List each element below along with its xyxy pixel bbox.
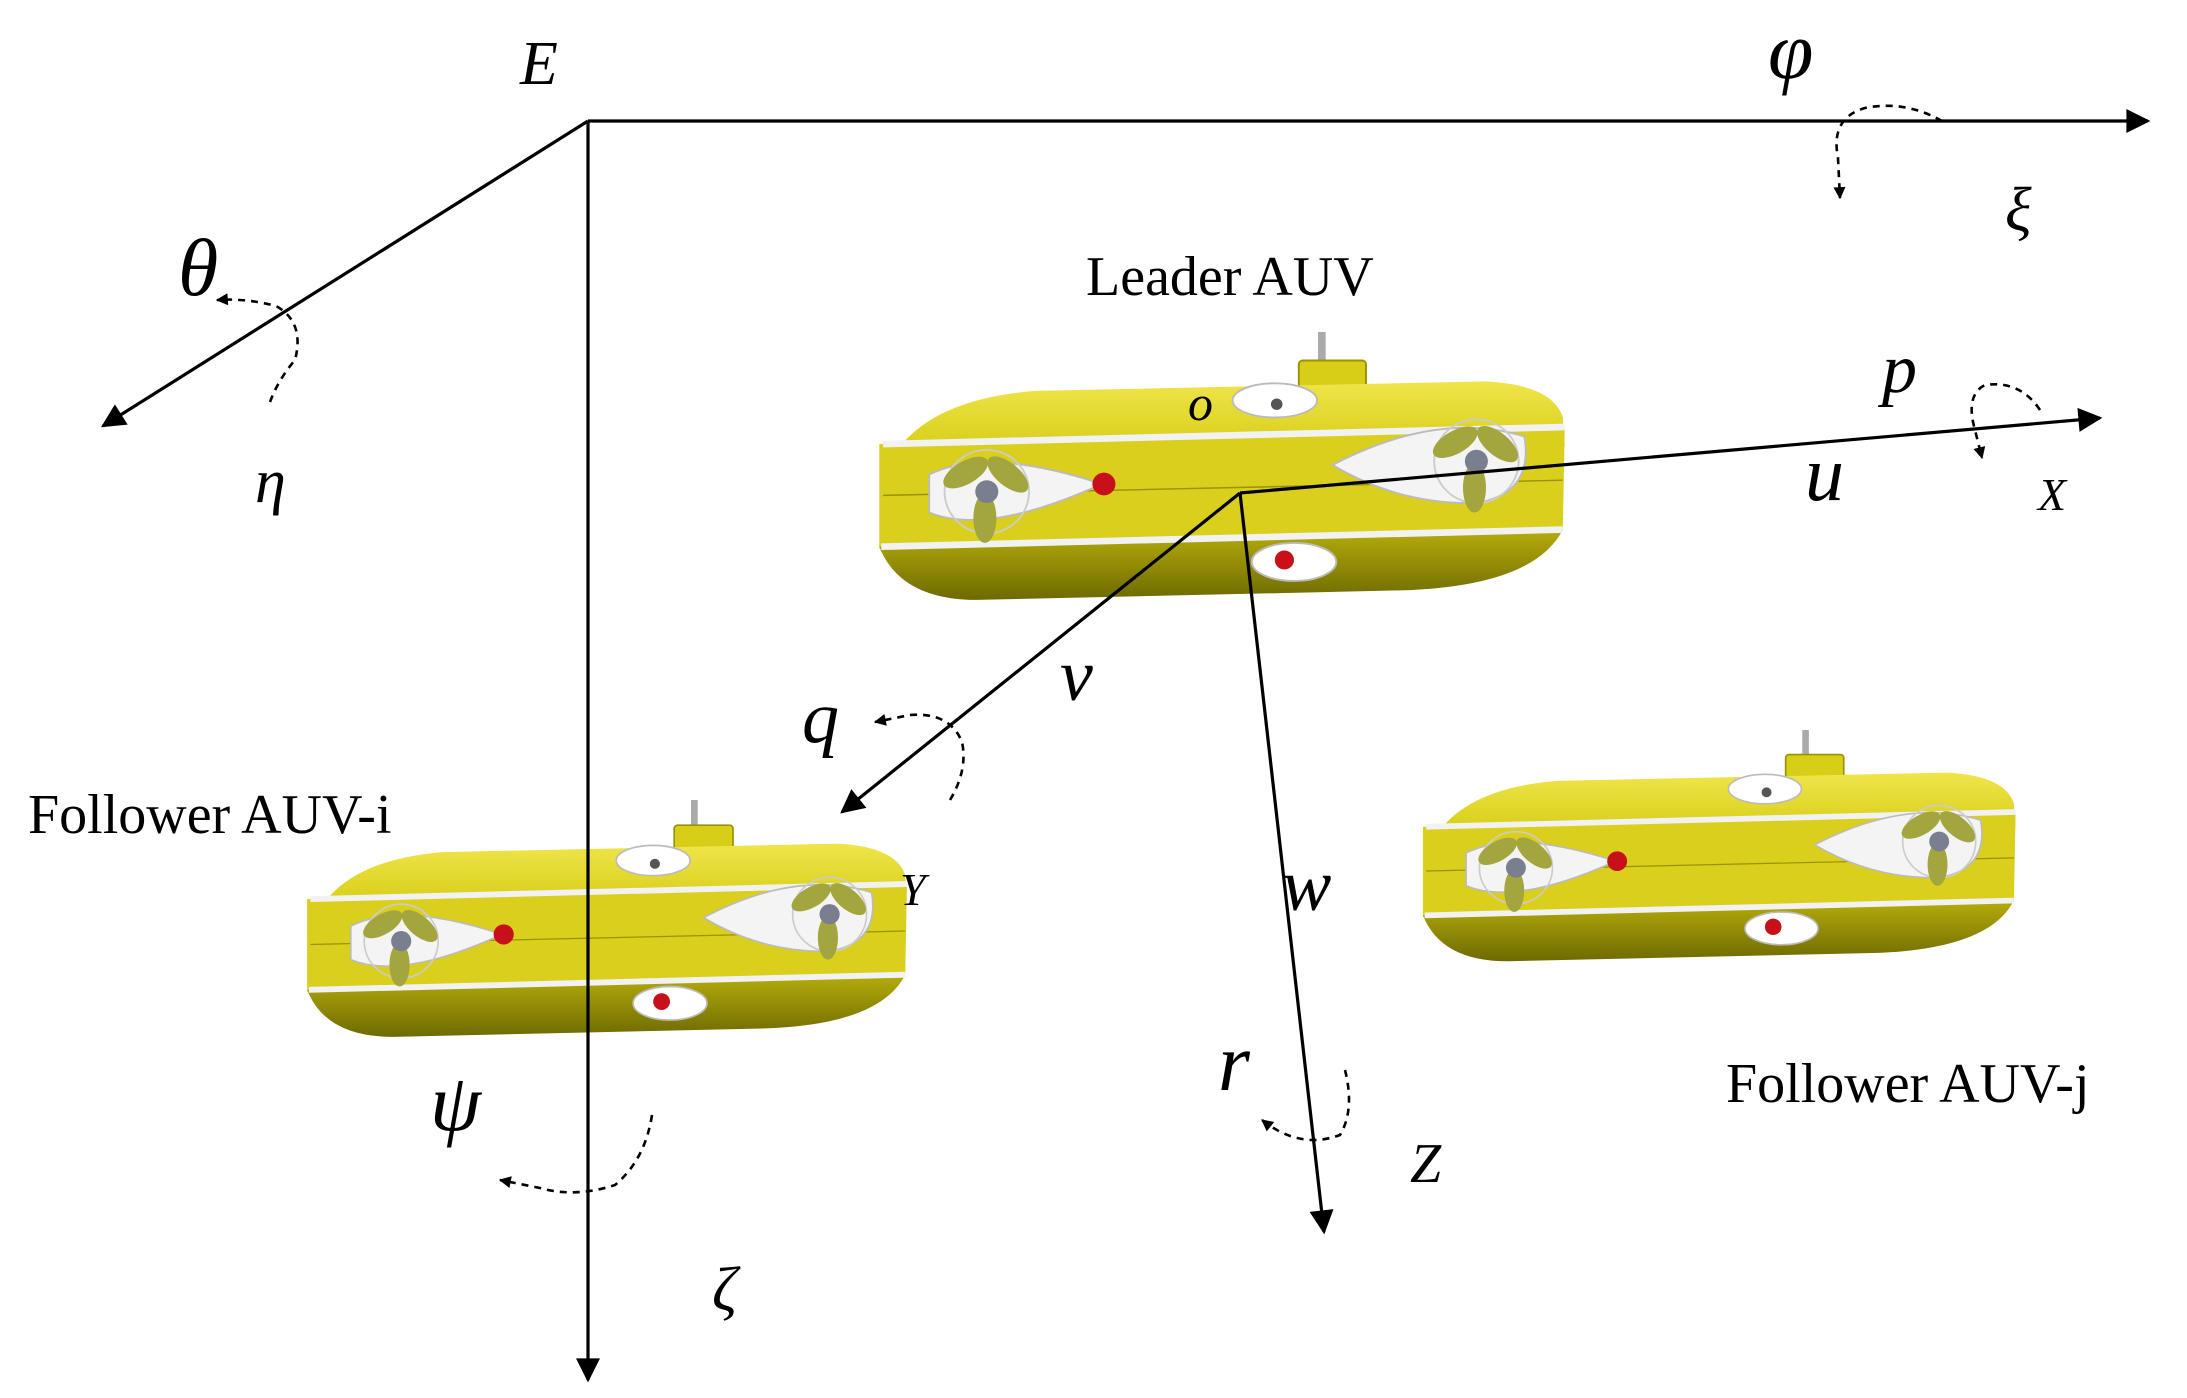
theta-angle-label: θ [178,222,218,313]
xi-axis-label: ξ [2005,176,2032,244]
z-axis-label: Z [1410,1133,1442,1195]
zeta-axis-label: ζ [712,1256,741,1324]
r-rate-label: r [1218,1017,1251,1108]
earth-origin-label: E [519,30,558,98]
follower-auv-j [1423,730,2016,961]
eta-axis [100,119,589,428]
z-axis [1238,492,1334,1235]
q-rotation-arrow [873,713,965,801]
theta-rotation-arrow [215,293,299,403]
follower-auv-i-label: Follower AUV-i [28,784,392,846]
p-rotation-arrow [1970,383,2042,460]
phi-rotation-arrow [1833,104,1943,200]
follower-auv-j-label: Follower AUV-j [1726,1053,2090,1115]
y-axis [840,491,1242,814]
w-velocity-label: w [1282,845,1331,927]
earth-frame [100,104,2151,1383]
x-axis-label: X [2036,469,2068,520]
body-frame [840,383,2103,1235]
y-axis-label: Y [900,864,930,915]
leader-auv [879,332,1564,600]
x-axis [1239,407,2103,495]
psi-rotation-arrow [498,1114,654,1194]
q-rate-label: q [802,677,839,759]
body-origin-label: o [1188,375,1213,431]
psi-angle-label: ψ [430,1057,483,1148]
u-velocity-label: u [1805,430,1844,517]
phi-angle-label: φ [1768,5,1813,96]
p-rate-label: p [1877,331,1917,408]
v-velocity-label: v [1060,635,1093,717]
r-rotation-arrow [1261,1069,1351,1142]
follower-auv-i [307,800,907,1037]
eta-axis-label: η [255,448,286,516]
leader-auv-label: Leader AUV [1086,246,1374,308]
